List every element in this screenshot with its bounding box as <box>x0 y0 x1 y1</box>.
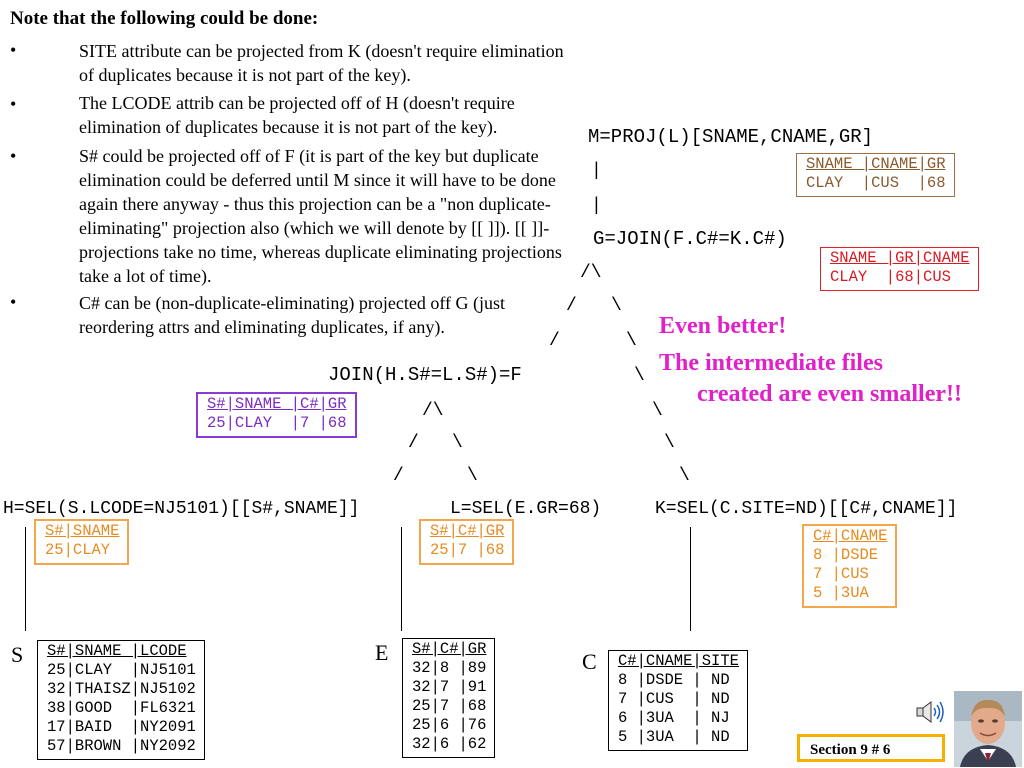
h-result-header: S#|SNAME <box>45 522 120 540</box>
tree-bslash-g6: \ <box>679 466 690 486</box>
k-node: K=SEL(C.SITE=ND)[[C#,CNAME]] <box>655 499 958 519</box>
e-base-row: 32|8 |89 <box>412 659 487 677</box>
bullet-dot-4: • <box>10 292 17 312</box>
s-base-row: 25|CLAY |NJ5101 <box>47 661 196 679</box>
callout-line-3: created are even smaller!! <box>697 381 962 407</box>
bullet-text-1: SITE attribute can be projected from K (… <box>79 41 564 85</box>
s-base-row: 57|BROWN |NY2092 <box>47 737 196 755</box>
s-base-row: 32|THAISZ|NJ5102 <box>47 680 196 698</box>
tree-pipe-2: | <box>591 196 602 216</box>
tree-bslash-g2: \ <box>626 331 637 351</box>
section-label: Section 9 # 6 <box>797 734 945 762</box>
bullet-dot-2: • <box>10 94 17 114</box>
c-base-header: C#|CNAME|SITE <box>618 652 739 670</box>
e-base-row: 25|7 |68 <box>412 697 487 715</box>
s-base-row: 38|GOOD |FL6321 <box>47 699 196 717</box>
k-to-c-line <box>690 527 691 631</box>
s-base-header: S#|SNAME |LCODE <box>47 642 187 660</box>
bullet-text-2: The LCODE attrib can be projected off of… <box>79 93 515 137</box>
bullet-text-4: C# can be (non-duplicate-eliminating) pr… <box>79 293 506 337</box>
relation-label-c: C <box>582 649 597 674</box>
tree-pipe-1: | <box>591 161 602 181</box>
k-result-row: 8 |DSDE <box>813 546 879 564</box>
h-node: H=SEL(S.LCODE=NJ5101)[[S#,SNAME]] <box>3 499 360 519</box>
presenter-photo <box>954 691 1022 767</box>
relation-label-s: S <box>11 642 24 667</box>
tree-bslash-f1: \ <box>452 433 463 453</box>
s-base-row: 17|BAID |NY2091 <box>47 718 196 736</box>
e-base-header: S#|C#|GR <box>412 640 487 658</box>
tree-bslash-g1: \ <box>611 296 622 316</box>
tree-caret-f: /\ <box>422 401 444 421</box>
tree-slash-g2: / <box>549 331 560 351</box>
tree-bslash-g4: \ <box>652 401 663 421</box>
h-to-s-line <box>25 527 26 631</box>
f-result-header: S#|SNAME |C#|GR <box>207 395 347 413</box>
m-result-row: CLAY |CUS |68 <box>806 174 946 192</box>
tree-bslash-g5: \ <box>664 433 675 453</box>
tree-slash-f2: / <box>393 466 404 486</box>
tree-bslash-f2: \ <box>467 466 478 486</box>
notes-title: Note that the following could be done: <box>10 8 319 29</box>
tree-caret-g: /\ <box>580 263 602 283</box>
f-result-row: 25|CLAY |7 |68 <box>207 414 347 432</box>
c-base-row: 7 |CUS | ND <box>618 690 730 708</box>
tree-slash-g1: / <box>566 296 577 316</box>
g-result-row: CLAY |68|CUS <box>830 268 951 286</box>
k-result-row: 7 |CUS <box>813 565 869 583</box>
c-base-row: 6 |3UA | NJ <box>618 709 730 727</box>
e-base-row: 32|6 |62 <box>412 735 487 753</box>
l-result-header: S#|C#|GR <box>430 522 505 540</box>
c-base-row: 8 |DSDE | ND <box>618 671 730 689</box>
tree-slash-f1: / <box>408 433 419 453</box>
k-result-row: 5 |3UA <box>813 584 869 602</box>
f-node: JOIN(H.S#=L.S#)=F <box>328 364 522 386</box>
bullet-text-3: S# could be projected off of F (it is pa… <box>79 146 562 286</box>
c-base-row: 5 |3UA | ND <box>618 728 730 746</box>
relation-label-e: E <box>375 640 389 665</box>
g-result-header: SNAME |GR|CNAME <box>830 249 970 267</box>
tree-bslash-g3: \ <box>634 366 645 386</box>
bullet-dot-1: • <box>10 40 17 60</box>
l-node: L=SEL(E.GR=68) <box>450 499 602 519</box>
callout-line-1: Even better! <box>659 313 787 339</box>
l-to-e-line <box>401 527 402 631</box>
bullet-dot-3: • <box>10 146 17 166</box>
m-result-header: SNAME |CNAME|GR <box>806 155 946 173</box>
k-result-header: C#|CNAME <box>813 527 888 545</box>
e-base-row: 25|6 |76 <box>412 716 487 734</box>
callout-line-2: The intermediate files <box>659 350 883 376</box>
l-result-row: 25|7 |68 <box>430 541 505 559</box>
h-result-row: 25|CLAY <box>45 541 111 559</box>
m-node: M=PROJ(L)[SNAME,CNAME,GR] <box>588 126 874 148</box>
speaker-icon[interactable] <box>914 699 948 725</box>
g-node: G=JOIN(F.C#=K.C#) <box>593 228 787 250</box>
e-base-row: 32|7 |91 <box>412 678 487 696</box>
